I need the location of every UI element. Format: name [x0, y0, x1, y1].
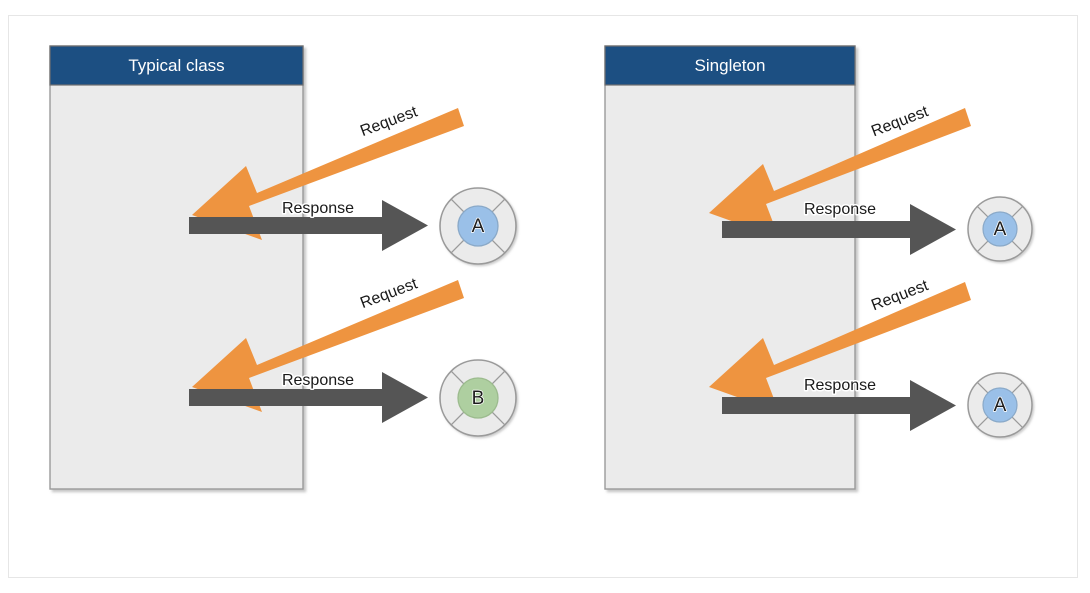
- request-arrow-singleton-a-1[interactable]: [709, 108, 971, 238]
- response-arrow-shape: [722, 380, 956, 431]
- response-arrow-typical-a[interactable]: [189, 200, 428, 251]
- request-arrow-typical-a[interactable]: [192, 108, 464, 240]
- component-node-letter: A: [472, 216, 485, 237]
- component-node-singleton-a-2[interactable]: A: [967, 372, 1033, 438]
- component-object-icon-core: [457, 377, 499, 419]
- response-arrow-singleton-a-2[interactable]: [722, 380, 956, 431]
- class-box-singleton[interactable]: Singleton: [604, 45, 856, 490]
- response-label-typical-a: Response: [282, 200, 354, 217]
- class-box-typical-class[interactable]: Typical class: [49, 45, 304, 490]
- request-arrow-typical-b[interactable]: [192, 280, 464, 412]
- response-arrow-shape: [189, 372, 428, 423]
- class-box-title: Typical class: [128, 56, 224, 75]
- request-arrow-shape: [192, 108, 464, 240]
- component-object-icon-spokes: [976, 381, 1024, 429]
- class-box-header: [604, 45, 856, 86]
- class-box-body: [49, 45, 304, 490]
- response-label-singleton-a-2: Response: [804, 377, 876, 394]
- component-object-icon-spokes: [450, 198, 506, 254]
- request-arrow-shape: [709, 108, 971, 238]
- component-object-icon-core: [457, 205, 499, 247]
- class-box-body: [604, 45, 856, 490]
- response-label-singleton-a-1: Response: [804, 201, 876, 218]
- request-arrow-shape: [709, 282, 971, 412]
- component-node-letter: B: [472, 388, 485, 409]
- response-label-typical-b: Response: [282, 372, 354, 389]
- panel-singleton: Singleton Request Response: [604, 45, 1033, 490]
- component-object-icon-core: [982, 387, 1018, 423]
- component-node-letter: A: [994, 395, 1007, 416]
- component-node-letter: A: [994, 219, 1007, 240]
- response-arrow-shape: [722, 204, 956, 255]
- response-arrow-singleton-a-1[interactable]: [722, 204, 956, 255]
- component-object-icon-spokes: [450, 370, 506, 426]
- component-node-singleton-a-1[interactable]: A: [967, 196, 1033, 262]
- component-node-typical-a[interactable]: A: [439, 187, 517, 265]
- panel-typical-class: Typical class Request Response: [49, 45, 517, 490]
- component-object-icon-core: [982, 211, 1018, 247]
- component-node-typical-b[interactable]: B: [439, 359, 517, 437]
- response-arrow-shape: [189, 200, 428, 251]
- request-arrow-shape: [192, 280, 464, 412]
- response-arrow-typical-b[interactable]: [189, 372, 428, 423]
- interaction-singleton-a-2: Request Response A: [709, 275, 1033, 438]
- class-box-title: Singleton: [695, 56, 766, 75]
- request-arrow-singleton-a-2[interactable]: [709, 282, 971, 412]
- class-box-header: [49, 45, 304, 86]
- component-object-icon-spokes: [976, 205, 1024, 253]
